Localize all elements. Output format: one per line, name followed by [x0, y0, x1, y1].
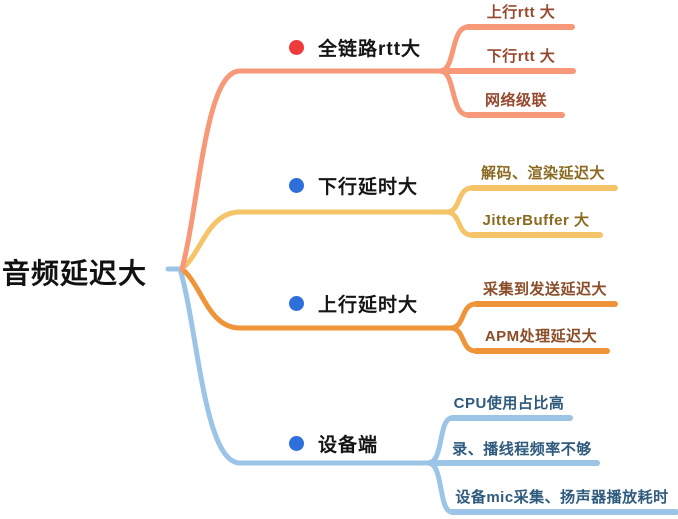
blue-dot-icon — [289, 295, 304, 311]
node-label: 上行延时大 — [318, 294, 419, 316]
branch-downlink-connector — [179, 185, 618, 272]
node-device-side[interactable]: 设备端 — [289, 430, 378, 456]
node-fullpath-rtt[interactable]: 全链路rtt大 — [289, 34, 421, 60]
leaf-thread-frequency[interactable]: 录、播线程频率不够 — [452, 441, 592, 458]
node-downlink-delay[interactable]: 下行延时大 — [289, 172, 418, 198]
branch-device-connector — [165, 266, 678, 515]
node-label: 下行延时大 — [318, 176, 419, 198]
leaf-decode-render-delay[interactable]: 解码、渲染延迟大 — [480, 165, 605, 182]
red-dot-icon — [289, 39, 304, 55]
leaf-downlink-rtt[interactable]: 下行rtt 大 — [486, 48, 556, 65]
leaf-mic-speaker-cost[interactable]: 设备mic采集、扬声器播放耗时 — [455, 489, 669, 506]
leaf-network-cascade[interactable]: 网络级联 — [484, 92, 547, 109]
node-label: 全链路rtt大 — [318, 38, 422, 60]
leaf-capture-to-send-delay[interactable]: 采集到发送延迟大 — [482, 281, 607, 298]
branch-uplink-connector — [179, 266, 618, 354]
node-label: 设备端 — [318, 434, 379, 456]
leaf-uplink-rtt[interactable]: 上行rtt 大 — [486, 4, 556, 21]
blue-dot-icon — [289, 435, 304, 451]
root-node[interactable]: 音频延迟大 — [2, 258, 148, 289]
leaf-apm-delay[interactable]: APM处理延迟大 — [484, 328, 598, 345]
leaf-cpu-usage[interactable]: CPU使用占比高 — [453, 395, 565, 412]
node-uplink-delay[interactable]: 上行延时大 — [289, 290, 418, 316]
leaf-jitterbuffer[interactable]: JitterBuffer 大 — [482, 212, 590, 229]
blue-dot-icon — [289, 177, 304, 193]
branch-fullpath-connector — [179, 24, 576, 272]
